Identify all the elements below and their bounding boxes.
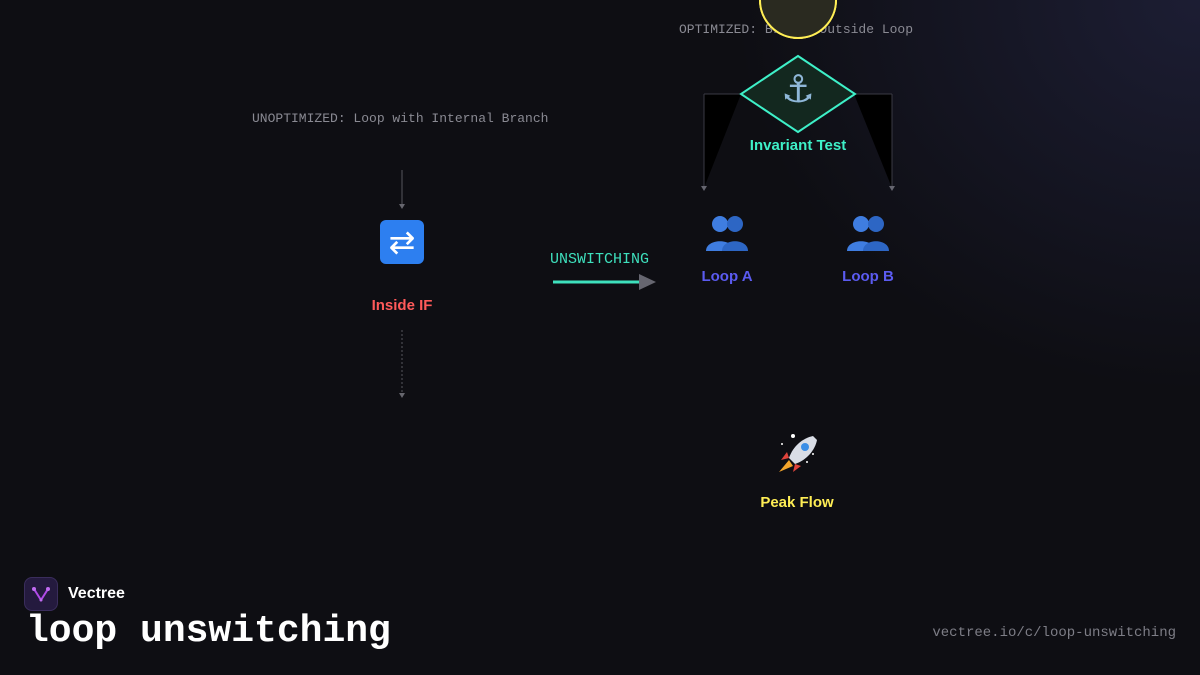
unswitching-label: UNSWITCHING (550, 251, 650, 268)
outgoing-arrowhead (399, 393, 405, 398)
optimized-section-label: OPTIMIZED: Branch Outside Loop (679, 22, 914, 37)
unoptimized-section-label: UNOPTIMIZED: Loop with Internal Branch (252, 111, 549, 126)
vectree-logo-icon (24, 577, 58, 611)
loop-a-label: Loop A (701, 268, 753, 285)
page-url[interactable]: vectree.io/c/loop-unswitching (932, 625, 1176, 641)
shuffle-icon: ⇄ (380, 220, 424, 264)
brand: Vectree (24, 577, 125, 611)
loop-b-label: Loop B (842, 268, 894, 285)
people-icon-loop-b (845, 213, 891, 260)
people-icon-loop-a (704, 213, 750, 260)
arrowhead-loop-a (701, 186, 707, 191)
inside-if-label: Inside IF (371, 297, 433, 314)
branch-wedge-right (854, 94, 892, 188)
page-title: loop unswitching (26, 610, 391, 653)
branch-wedge-left (704, 94, 741, 188)
invariant-test-label: Invariant Test (749, 137, 847, 154)
incoming-arrowhead (399, 204, 405, 209)
peak-flow-label: Peak Flow (760, 494, 834, 511)
arrowhead-loop-b (889, 186, 895, 191)
invariant-test-diamond (739, 54, 857, 134)
anchor-icon: ⚓ (780, 67, 816, 111)
brand-name: Vectree (68, 585, 125, 602)
unswitching-arrowhead (639, 274, 656, 290)
rocket-icon (773, 430, 821, 483)
